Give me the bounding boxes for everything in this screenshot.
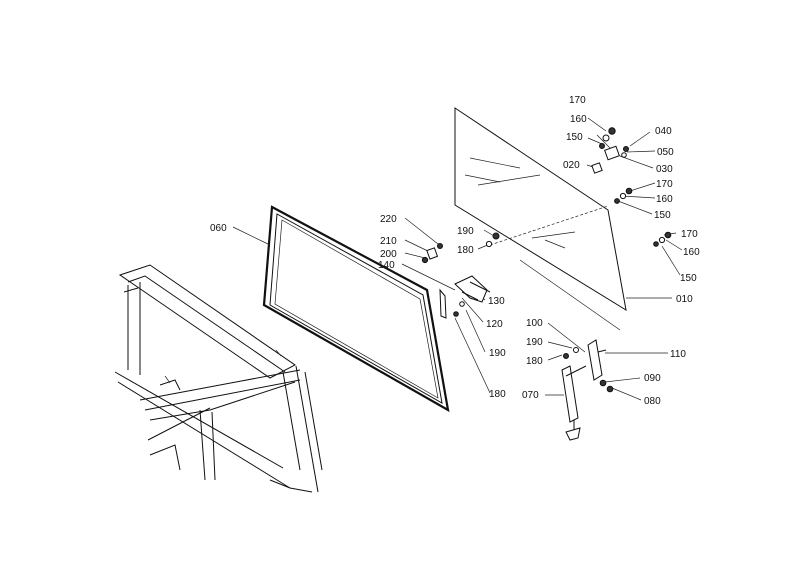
- label-130: 130: [488, 296, 505, 307]
- label-090: 090: [644, 373, 661, 384]
- label-220: 220: [380, 214, 397, 225]
- label-180-b: 180: [489, 389, 506, 400]
- label-120: 120: [486, 319, 503, 330]
- label-080: 080: [644, 396, 661, 407]
- label-160-b: 160: [656, 194, 673, 205]
- label-200: 200: [380, 249, 397, 260]
- label-010: 010: [676, 294, 693, 305]
- label-210: 210: [380, 236, 397, 247]
- left-mount-hardware: [421, 232, 500, 319]
- label-140: 140: [378, 260, 395, 271]
- label-070: 070: [522, 390, 539, 401]
- upper-hinge-hardware: [591, 127, 672, 247]
- label-170-a: 170: [569, 95, 586, 106]
- label-160-a: 160: [570, 114, 587, 125]
- label-040: 040: [655, 126, 672, 137]
- label-170-b: 170: [656, 179, 673, 190]
- label-190-b: 190: [489, 348, 506, 359]
- part-labels: 170 160 150 040 050 020 030 170 160 150 …: [210, 95, 700, 407]
- label-150-b: 150: [654, 210, 671, 221]
- leader-lines: [232, 117, 683, 401]
- glass-pane-010: [454, 107, 627, 331]
- label-100: 100: [526, 318, 543, 329]
- label-180-a: 180: [457, 245, 474, 256]
- glass-frame-060: [262, 205, 450, 413]
- label-030: 030: [656, 164, 673, 175]
- label-110: 110: [670, 349, 686, 360]
- lower-strut-hardware: [561, 339, 614, 441]
- label-160-c: 160: [683, 247, 700, 258]
- label-180-c: 180: [526, 356, 543, 367]
- label-050: 050: [657, 147, 674, 158]
- label-190-c: 190: [526, 337, 543, 348]
- label-020: 020: [563, 160, 580, 171]
- label-170-c: 170: [681, 229, 698, 240]
- label-190-a: 190: [457, 226, 474, 237]
- cab-frame: [114, 264, 323, 493]
- label-150-a: 150: [566, 132, 583, 143]
- label-060: 060: [210, 223, 227, 234]
- label-150-c: 150: [680, 273, 697, 284]
